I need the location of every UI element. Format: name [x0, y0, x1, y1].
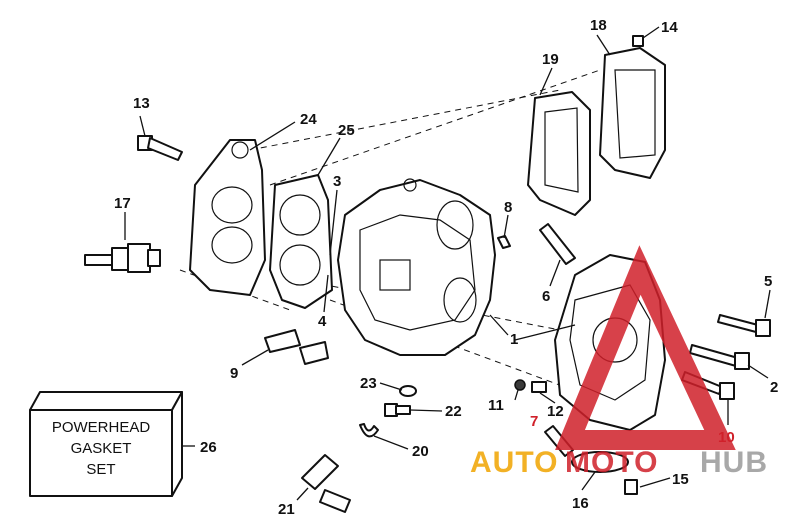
- callout-13: 13: [133, 95, 150, 112]
- pin-12-part: [531, 381, 547, 393]
- gasket-19-part: [527, 91, 591, 216]
- watermark-part-3: HUB: [700, 446, 768, 479]
- callout-19: 19: [542, 51, 559, 68]
- callout-12: 12: [547, 403, 564, 420]
- box-line-2: GASKET: [71, 440, 132, 457]
- gasket-set-box: POWERHEAD GASKET SET: [29, 391, 183, 497]
- callout-23: 23: [360, 375, 377, 392]
- pin-8-part: [497, 235, 511, 249]
- callout-7: 7: [530, 413, 538, 430]
- callout-labels: 18 14 19 24 25 3 8 6 1 4 9 17 13 5 2 10 …: [114, 17, 778, 518]
- callout-18: 18: [590, 17, 607, 34]
- bolt-14-part: [632, 35, 644, 47]
- bolt-13-part: [137, 135, 183, 161]
- box-line-3: SET: [86, 461, 115, 478]
- watermark-logo: AUTO MOTO HUB: [470, 245, 768, 479]
- spark-plug-part: [84, 243, 161, 273]
- callout-10: 10: [718, 429, 735, 446]
- intake-manifold-part: [189, 139, 266, 296]
- callout-17: 17: [114, 195, 131, 212]
- nut-11-part: [514, 379, 526, 391]
- callout-21: 21: [278, 501, 295, 518]
- leader-lines: [124, 26, 771, 501]
- callout-16: 16: [572, 495, 589, 512]
- bolt-15-part: [624, 479, 638, 495]
- callout-24: 24: [300, 111, 317, 128]
- callout-5: 5: [764, 273, 772, 290]
- callout-25: 25: [338, 122, 355, 139]
- hose-21-part: [301, 454, 351, 513]
- callout-4: 4: [318, 313, 327, 330]
- callout-1: 1: [510, 331, 518, 348]
- callout-14: 14: [661, 19, 678, 36]
- callout-11: 11: [488, 397, 504, 414]
- washer-23-part: [399, 385, 417, 397]
- callout-6: 6: [542, 288, 550, 305]
- callout-2: 2: [770, 379, 778, 396]
- callout-9: 9: [230, 365, 238, 382]
- gasket-16-part: [571, 451, 629, 473]
- watermark-part-1: AUTO: [470, 446, 558, 479]
- callout-26: 26: [200, 439, 217, 456]
- pin-6-part: [539, 223, 576, 265]
- callout-20: 20: [412, 443, 429, 460]
- callout-22: 22: [445, 403, 462, 420]
- fitting-22-part: [384, 403, 411, 417]
- callout-15: 15: [672, 471, 689, 488]
- dowel-pins-9-part: [264, 329, 329, 365]
- clip-20-part: [359, 423, 379, 438]
- bolt-2-part: [689, 344, 750, 370]
- crankcase-part: [337, 178, 496, 356]
- box-line-1: POWERHEAD: [52, 419, 151, 436]
- callout-8: 8: [504, 199, 512, 216]
- gasket-25-part: [269, 174, 333, 309]
- bolt-5-part: [717, 314, 771, 337]
- callout-3: 3: [333, 173, 341, 190]
- cover-18-part: [599, 47, 666, 179]
- watermark-part-2: MOTO: [565, 446, 658, 479]
